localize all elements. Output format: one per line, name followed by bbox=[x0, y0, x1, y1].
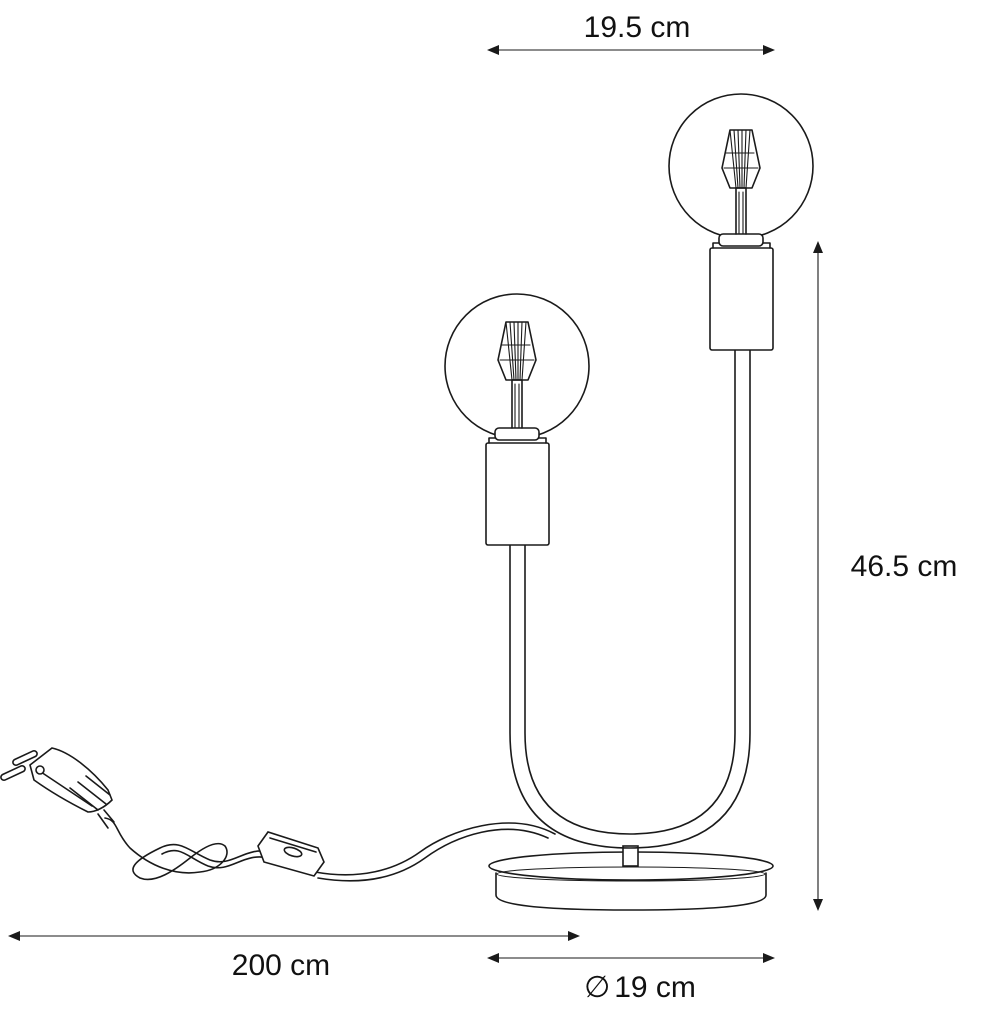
dimension-height-label: 46.5 cm bbox=[851, 550, 958, 583]
right-lamp bbox=[668, 93, 814, 351]
left-lamp bbox=[444, 293, 590, 546]
lamp-base bbox=[488, 845, 774, 911]
diameter-symbol: ∅ bbox=[584, 971, 610, 1004]
power-plug bbox=[0, 747, 115, 829]
dimension-width-label: 19.5 cm bbox=[584, 11, 691, 44]
dimension-height: 46.5 cm bbox=[813, 241, 957, 911]
dimension-cable: 200 cm bbox=[8, 931, 580, 982]
power-cable bbox=[104, 817, 556, 882]
left-filament bbox=[497, 321, 537, 429]
dimension-base-label: ∅19 cm bbox=[584, 971, 696, 1004]
right-filament bbox=[721, 129, 761, 235]
lamp-stem bbox=[509, 349, 751, 849]
dimension-top: 19.5 cm bbox=[487, 11, 775, 55]
dimension-cable-label: 200 cm bbox=[232, 949, 330, 982]
cable-switch bbox=[257, 831, 325, 877]
dimension-base: ∅19 cm bbox=[487, 953, 775, 1004]
